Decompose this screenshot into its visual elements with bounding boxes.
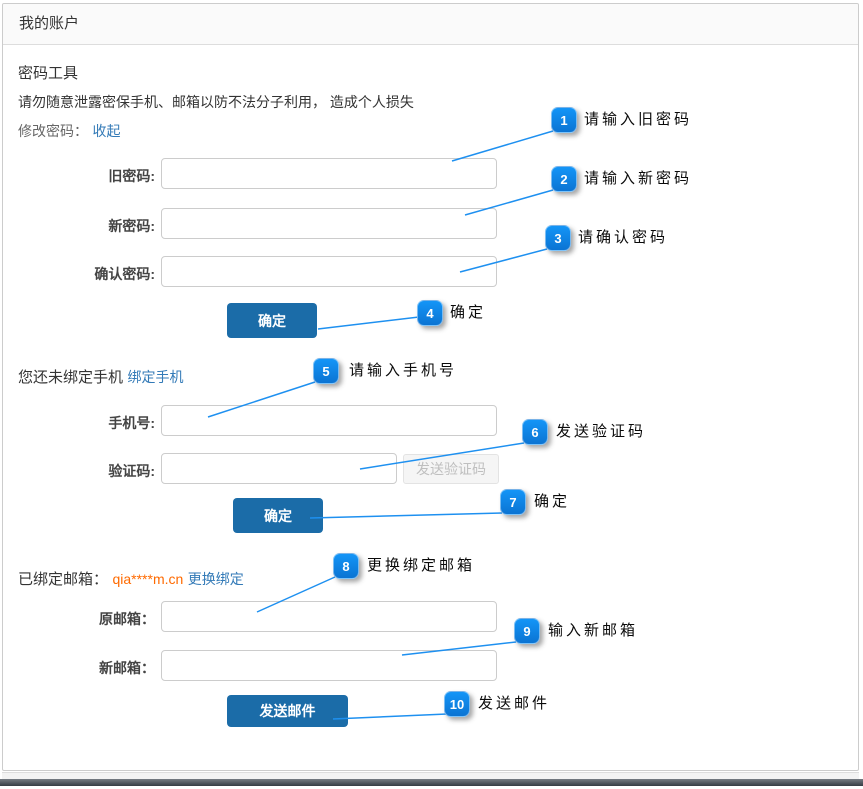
change-password-label: 修改密码： (18, 123, 88, 139)
old-password-input[interactable] (161, 158, 497, 189)
callout-label-10: 发送邮件 (478, 695, 551, 712)
callout-label-3: 请确认密码 (578, 229, 669, 246)
callout-label-9: 输入新邮箱 (548, 622, 639, 639)
new-password-label: 新密码: (108, 218, 155, 234)
phone-unbound-heading: 您还未绑定手机 (18, 369, 124, 386)
security-warning-text: 请勿随意泄露密保手机、邮箱以防不法分子利用， 造成个人损失 (18, 94, 414, 110)
callout-label-5: 请输入手机号 (349, 362, 458, 379)
phone-confirm-button[interactable]: 确定 (233, 498, 323, 533)
callout-badge-5: 5 (313, 358, 339, 384)
callout-badge-3: 3 (545, 225, 571, 251)
old-email-label: 原邮箱： (99, 611, 155, 627)
callout-label-7: 确定 (534, 493, 571, 510)
send-email-button[interactable]: 发送邮件 (227, 695, 348, 727)
bottom-bar (0, 779, 863, 786)
verification-code-input[interactable] (161, 453, 397, 484)
callout-label-1: 请输入旧密码 (584, 111, 693, 128)
password-confirm-button[interactable]: 确定 (227, 303, 317, 338)
phone-number-input[interactable] (161, 405, 497, 436)
bound-email-heading: 已绑定邮箱： (18, 571, 109, 588)
callout-badge-6: 6 (522, 419, 548, 445)
page-title: 我的账户 (3, 4, 858, 45)
callout-label-2: 请输入新密码 (584, 170, 693, 187)
callout-badge-7: 7 (500, 489, 526, 515)
callout-label-8: 更换绑定邮箱 (367, 557, 476, 574)
callout-badge-9: 9 (514, 618, 540, 644)
masked-email-value: qia****m.cn (112, 571, 184, 587)
change-binding-link[interactable]: 更换绑定 (187, 571, 244, 587)
old-password-label: 旧密码: (108, 168, 155, 184)
new-email-input[interactable] (161, 650, 497, 681)
confirm-password-input[interactable] (161, 256, 497, 287)
callout-label-6: 发送验证码 (556, 423, 647, 440)
phone-number-label: 手机号: (108, 415, 155, 431)
callout-badge-2: 2 (551, 166, 577, 192)
new-email-label: 新邮箱： (99, 660, 155, 676)
callout-badge-1: 1 (551, 107, 577, 133)
verification-code-label: 验证码: (108, 463, 155, 479)
collapse-link[interactable]: 收起 (92, 123, 121, 139)
callout-label-4: 确定 (450, 304, 487, 321)
send-code-button[interactable]: 发送验证码 (403, 454, 499, 484)
old-email-input[interactable] (161, 601, 497, 632)
new-password-input[interactable] (161, 208, 497, 239)
callout-badge-4: 4 (417, 300, 443, 326)
callout-badge-8: 8 (333, 553, 359, 579)
bottom-strip (2, 772, 859, 780)
password-tools-heading: 密码工具 (18, 65, 79, 82)
confirm-password-label: 确认密码: (94, 266, 155, 282)
callout-badge-10: 10 (444, 691, 470, 717)
bind-phone-link[interactable]: 绑定手机 (127, 369, 184, 385)
